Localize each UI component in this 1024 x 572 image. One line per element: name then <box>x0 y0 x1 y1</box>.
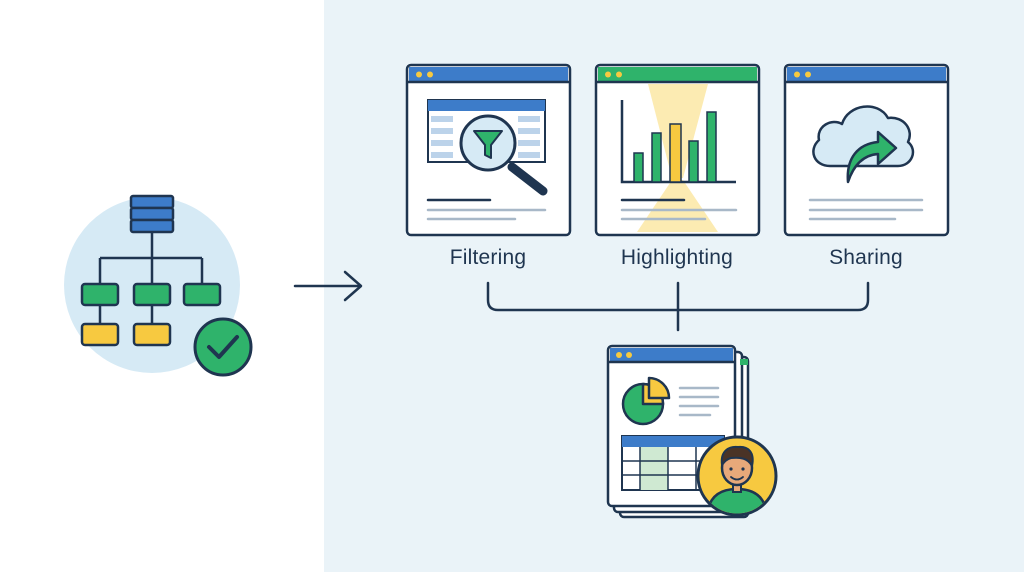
feature-label-sharing: Sharing <box>829 246 903 269</box>
sharing-window <box>783 63 950 237</box>
user-avatar-icon <box>696 435 778 517</box>
flow-arrow <box>293 270 363 302</box>
database-hierarchy-icon <box>64 194 240 373</box>
check-icon <box>193 317 253 377</box>
feature-label-highlighting: Highlighting <box>620 246 734 269</box>
merge-connector <box>486 281 870 332</box>
highlighting-window <box>594 63 761 237</box>
feature-label-filtering: Filtering <box>449 246 527 269</box>
filter-magnifier-icon <box>459 114 548 196</box>
cloud-share-icon <box>812 105 915 184</box>
filtering-window <box>405 63 572 237</box>
